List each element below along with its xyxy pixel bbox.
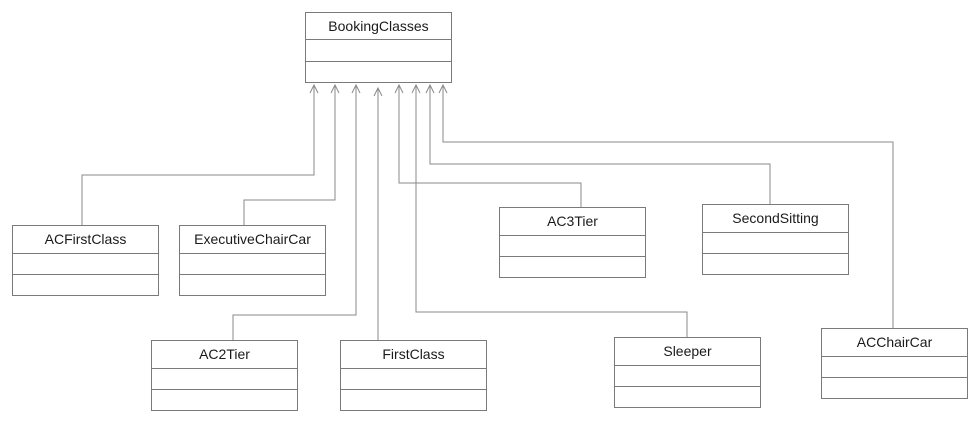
arrowhead-ac3tier <box>394 83 404 94</box>
class-name: BookingClasses <box>306 13 451 40</box>
arrowhead-sleeper <box>411 83 421 94</box>
class-methods <box>615 387 760 407</box>
class-name: FirstClass <box>341 341 486 369</box>
class-name: ACFirstClass <box>13 226 158 254</box>
class-attributes <box>306 40 451 62</box>
class-methods <box>500 257 645 277</box>
class-methods <box>13 275 158 295</box>
class-name: ExecutiveChairCar <box>180 226 325 254</box>
class-name: Sleeper <box>615 338 760 366</box>
class-bookingclasses[interactable]: BookingClasses <box>305 12 452 83</box>
connector-ac2tier <box>232 85 357 340</box>
arrowhead-firstclass <box>373 86 383 97</box>
arrowhead-secondsitting <box>425 83 435 94</box>
class-name: ACChairCar <box>822 329 967 357</box>
class-secondsitting[interactable]: SecondSitting <box>702 204 849 275</box>
class-firstclass[interactable]: FirstClass <box>340 340 487 411</box>
class-attributes <box>152 369 297 390</box>
class-attributes <box>180 254 325 275</box>
connector-acfirstclass <box>81 85 315 225</box>
class-methods <box>306 62 451 83</box>
arrowhead-acchaircar <box>438 83 448 94</box>
class-attributes <box>822 357 967 378</box>
class-sleeper[interactable]: Sleeper <box>614 337 761 408</box>
class-acfirstclass[interactable]: ACFirstClass <box>12 225 159 296</box>
connector-executivechaircar <box>243 85 336 225</box>
class-ac3tier[interactable]: AC3Tier <box>499 207 646 278</box>
class-name: SecondSitting <box>703 205 848 233</box>
connector-secondsitting <box>429 85 771 204</box>
class-methods <box>703 254 848 274</box>
arrowhead-executivechaircar <box>330 83 340 94</box>
connector-ac3tier <box>398 85 582 207</box>
class-name: AC3Tier <box>500 208 645 236</box>
class-attributes <box>13 254 158 275</box>
connector-sleeper <box>415 85 688 337</box>
class-methods <box>341 390 486 410</box>
class-ac2tier[interactable]: AC2Tier <box>151 340 298 411</box>
class-attributes <box>341 369 486 390</box>
class-attributes <box>615 366 760 387</box>
class-methods <box>152 390 297 410</box>
class-attributes <box>703 233 848 254</box>
class-methods <box>822 378 967 398</box>
class-methods <box>180 275 325 295</box>
class-acchaircar[interactable]: ACChairCar <box>821 328 968 399</box>
arrowhead-acfirstclass <box>309 83 319 94</box>
class-attributes <box>500 236 645 257</box>
class-name: AC2Tier <box>152 341 297 369</box>
class-executivechaircar[interactable]: ExecutiveChairCar <box>179 225 326 296</box>
connector-acchaircar <box>442 85 894 328</box>
arrowhead-ac2tier <box>351 83 361 94</box>
